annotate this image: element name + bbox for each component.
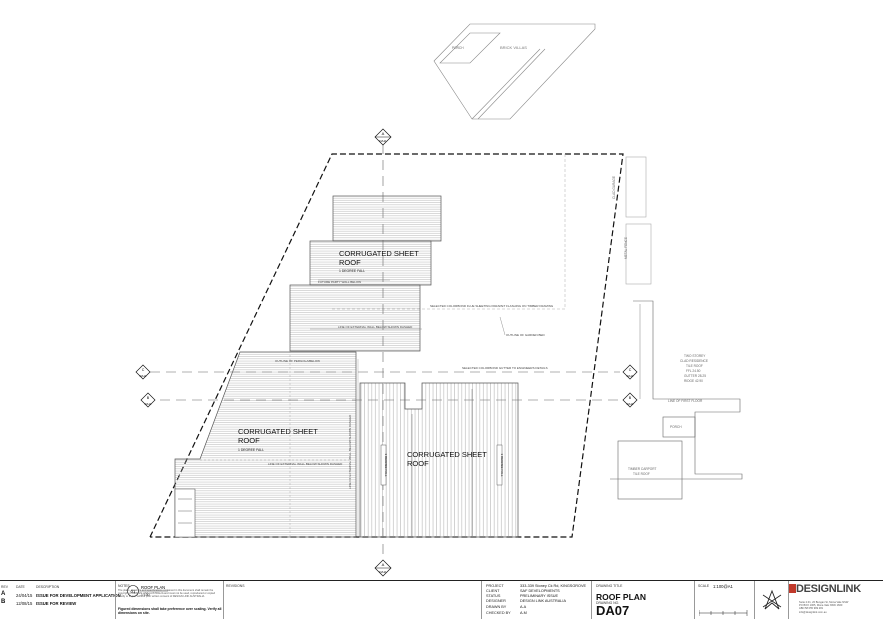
roof-label-left-line2: ROOF (238, 436, 260, 445)
north-arrow-cell (754, 581, 788, 619)
svg-text:A: A (382, 562, 385, 567)
roof-label-upper-line1: CORRUGATED SHEET (339, 249, 419, 258)
roof-right (359, 382, 519, 538)
svg-text:01: 01 (130, 589, 136, 594)
logo-mark-icon (789, 584, 796, 593)
neighbour-right-text: CLAD GARAGE METAL FENCE TWO STOREY CLAD … (452, 46, 708, 476)
roof-label-upper-line2: ROOF (339, 258, 361, 267)
svg-text:DA11: DA11 (140, 374, 147, 378)
svg-text:LINE OF EXTERNAL WALL BELOW SH: LINE OF EXTERNAL WALL BELOW SHOWN DASHED (268, 462, 343, 466)
svg-text:TIMBER CARPORT: TIMBER CARPORT (628, 467, 657, 471)
title-block: REV DATE DESCRIPTION A 24/04/15 ISSUE FO… (0, 580, 883, 619)
svg-text:C: C (142, 368, 145, 372)
section-lines (150, 144, 620, 559)
roof-label-right-line1: CORRUGATED SHEET (407, 450, 487, 459)
svg-text:TILE ROOF: TILE ROOF (633, 472, 650, 476)
view-caption-scale: 1:100 (141, 593, 150, 597)
svg-text:TWO STOREY: TWO STOREY (684, 354, 706, 358)
neighbour-right (610, 156, 743, 500)
roof-fall-left: 1 DEGREE FALL (238, 448, 264, 452)
scale-cell: SCALE 1:100@A1 (694, 581, 754, 619)
svg-text:DA11: DA11 (627, 374, 634, 378)
company-logo-cell: Suite 2.01, 20 Bungan St, Mona Vale NSW … (788, 581, 883, 619)
svg-text:DA11: DA11 (379, 570, 387, 574)
section-marker-right-c[interactable]: C DA11 (622, 364, 638, 380)
scale-value: 1:100@A1 (713, 584, 733, 589)
drawing-number: DA07 (596, 603, 630, 618)
scale-bar (699, 610, 748, 616)
svg-text:RIDGE 42.90: RIDGE 42.90 (684, 379, 703, 383)
roof-label-upper: CORRUGATED SHEET ROOF 1 DEGREE FALL (339, 249, 419, 273)
svg-text:B: B (629, 396, 632, 400)
neighbour-brick-villas: BRICK VILLAS (433, 23, 596, 120)
section-marker-bottom[interactable]: A DA11 (374, 559, 392, 577)
svg-text:SELECTED COLORBOND FLUE SHEETI: SELECTED COLORBOND FLUE SHEETING PARAPET… (430, 304, 554, 308)
view-caption: 01 ROOF PLAN 1:100 (127, 585, 168, 597)
section-marker-right-b[interactable]: B DA11 (622, 392, 638, 408)
svg-text:OUTLINE OF GARDEN BED: OUTLINE OF GARDEN BED (506, 333, 546, 337)
roof-label-left: CORRUGATED SHEET ROOF 1 DEGREE FALL (238, 427, 318, 452)
svg-text:PORCH: PORCH (452, 46, 464, 50)
drawing-title: ROOF PLAN (596, 592, 647, 602)
svg-text:A: A (382, 131, 385, 136)
roof-label-right: CORRUGATED SHEET ROOF (407, 450, 487, 468)
roof-fall-right-1: 1 DEGREE FALL (384, 453, 388, 476)
company-logo: DESIGNLINK (796, 583, 861, 595)
revision-table: REV DATE DESCRIPTION A 24/04/15 ISSUE FO… (1, 585, 121, 606)
svg-text:DA11: DA11 (145, 402, 152, 406)
section-marker-left-b[interactable]: B DA11 (140, 392, 156, 408)
section-marker-left-c[interactable]: C DA11 (135, 364, 151, 380)
roof-fall-upper: 1 DEGREE FALL (339, 269, 365, 273)
svg-text:OUTLINE OF PERGOLA/BELOW: OUTLINE OF PERGOLA/BELOW (275, 359, 320, 363)
svg-text:SELECTED COLORBOND GUTTER TO E: SELECTED COLORBOND GUTTER TO ENGINEERS D… (462, 366, 548, 370)
drawing-title-cell: DRAWING TITLE ROOF PLAN DRAWING NO. DA07 (591, 581, 694, 619)
revision-b-letter: B (1, 599, 6, 605)
roof-lower-left (174, 351, 357, 538)
section-marker-top[interactable]: A DA11 (374, 128, 392, 146)
svg-text:TILE ROOF: TILE ROOF (686, 364, 703, 368)
svg-text:GUTTER 28.25: GUTTER 28.25 (684, 374, 706, 378)
svg-text:LINE OF FIRST FLOOR: LINE OF FIRST FLOOR (668, 399, 703, 403)
revisions-cell: REVISIONS (223, 581, 481, 619)
roof-label-right-line2: ROOF (407, 459, 429, 468)
svg-text:PORCH: PORCH (670, 425, 682, 429)
svg-text:DA11: DA11 (627, 402, 634, 406)
svg-text:DA11: DA11 (379, 139, 387, 143)
roof-fall-arrows: 1 DEGREE FALL 1 DEGREE FALL (380, 444, 504, 486)
roof-label-left-line1: CORRUGATED SHEET (238, 427, 318, 436)
svg-text:FUTURE PARTY WALL BELOW: FUTURE PARTY WALL BELOW (318, 280, 361, 284)
svg-text:LINE OF EXTERNAL WALL BELOW SH: LINE OF EXTERNAL WALL BELOW SHOWN DASHED (338, 325, 413, 329)
svg-text:CLAD GARAGE: CLAD GARAGE (612, 176, 616, 199)
svg-text:B: B (147, 396, 150, 400)
north-arrow-icon (762, 589, 782, 610)
drawing-notes: FUTURE PARTY WALL BELOW SELECTED COLORBO… (200, 279, 554, 489)
notes-cell: NOTES The plans, drawings and specificat… (115, 581, 223, 619)
svg-text:LINE OF EXTERNAL WALL BELOW SH: LINE OF EXTERNAL WALL BELOW SHOWN DASHED (348, 414, 352, 489)
roof-fall-right-2: 1 DEGREE FALL (500, 453, 504, 476)
svg-text:METAL FENCE: METAL FENCE (624, 237, 628, 259)
svg-text:CLAD RESIDENCE: CLAD RESIDENCE (680, 359, 708, 363)
view-caption-title: ROOF PLAN (141, 585, 165, 590)
revision-a-letter: A (1, 591, 6, 597)
roof-upper (289, 195, 442, 352)
svg-text:C: C (629, 368, 632, 372)
brick-villas-label: BRICK VILLAS (500, 45, 527, 50)
svg-text:FFL 24.50: FFL 24.50 (686, 369, 701, 373)
